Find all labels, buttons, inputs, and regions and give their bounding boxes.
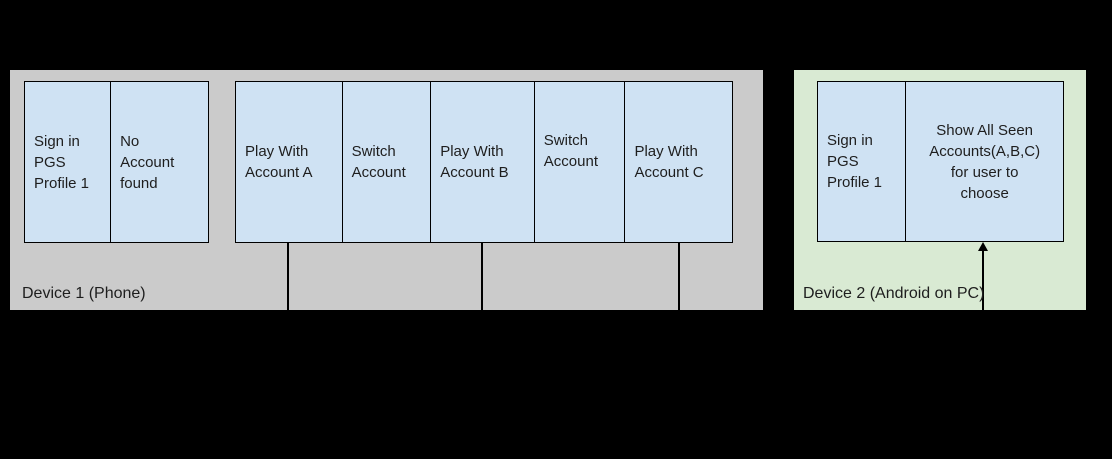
flow-box-sign-in-pgs-profile-1: Sign in PGS Profile 1 — [25, 82, 111, 242]
signin-flow-group: Sign in PGS Profile 1 No Account found — [24, 81, 209, 243]
flow-box-switch-account-2: Switch Account — [533, 82, 625, 242]
arrow-up-line — [982, 251, 984, 310]
flow-box-switch-account-1: Switch Account — [341, 82, 431, 242]
flow-box-label: Play With Account B — [440, 143, 509, 181]
flow-box-label: Play With Account C — [634, 143, 704, 181]
arrow-up-head-icon — [978, 242, 988, 251]
flow-box-no-account-found: No Account found — [110, 82, 208, 242]
flow-box-play-with-account-c: Play With Account C — [624, 82, 732, 242]
connector-line-account-c — [678, 243, 680, 310]
flow-box-label: No Account found — [120, 132, 175, 192]
device-1-phone-lane: Sign in PGS Profile 1 No Account found P… — [10, 70, 763, 310]
connector-line-account-a — [287, 243, 289, 310]
flow-box-label: Sign in PGS Profile 1 — [827, 132, 883, 191]
device-2-label: Device 2 (Android on PC) — [803, 285, 985, 302]
flow-box-play-with-account-b: Play With Account B — [430, 82, 534, 242]
flow-box-label: Switch Account — [351, 143, 406, 181]
flow-box-sign-in-pgs-profile-1-device2: Sign in PGS Profile 1 — [818, 82, 906, 241]
flow-box-show-all-seen-accounts: Show All Seen Accounts(A,B,C) for user t… — [905, 82, 1063, 241]
play-switch-flow-group: Play With Account A Switch Account Play … — [235, 81, 733, 243]
device-1-label: Device 1 (Phone) — [22, 285, 146, 302]
flow-box-label: Sign in PGS Profile 1 — [34, 132, 90, 192]
device2-signin-flow-group: Sign in PGS Profile 1 Show All Seen Acco… — [817, 81, 1064, 242]
flow-box-label: Play With Account A — [245, 143, 313, 181]
flow-box-label: Switch Account — [543, 132, 598, 170]
flow-box-play-with-account-a: Play With Account A — [236, 82, 342, 242]
device-2-android-on-pc-lane: Sign in PGS Profile 1 Show All Seen Acco… — [794, 70, 1086, 310]
flow-box-label: Show All Seen Accounts(A,B,C) for user t… — [929, 121, 1041, 202]
connector-line-account-b — [481, 243, 483, 310]
